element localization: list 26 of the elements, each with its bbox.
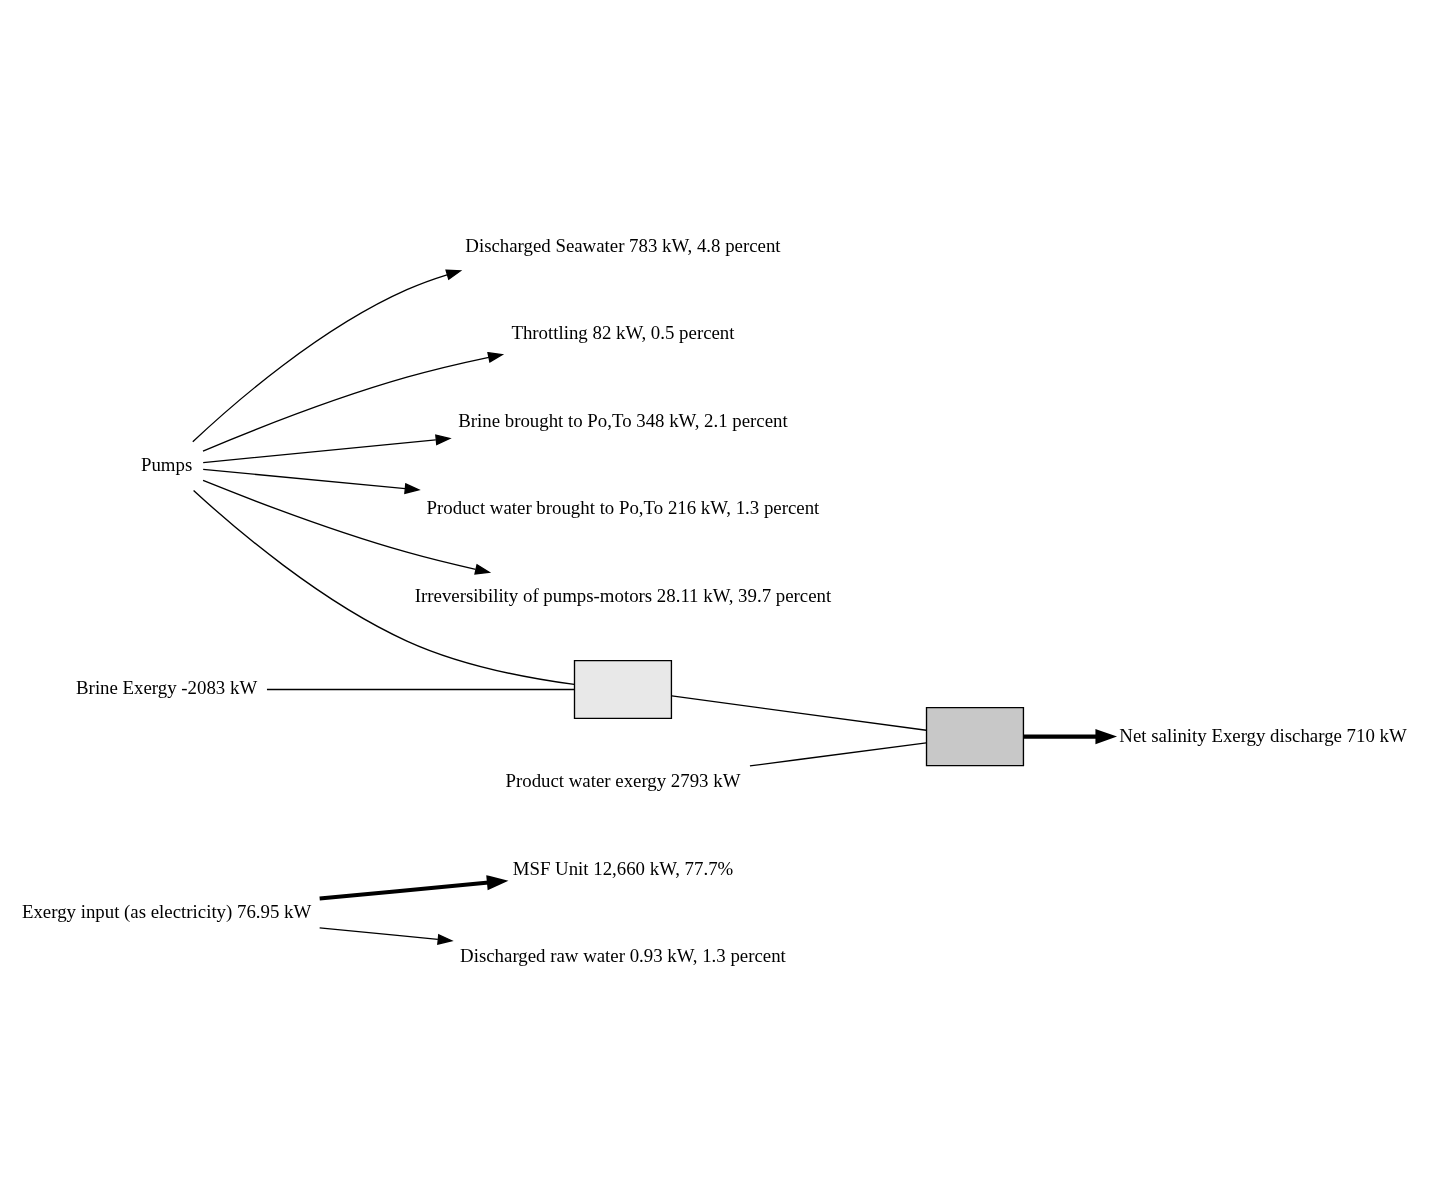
arrow <box>1023 729 1118 745</box>
node-text: Pumps <box>140 454 193 476</box>
node-box <box>573 659 673 720</box>
arrow <box>202 351 505 452</box>
arrow <box>202 479 492 575</box>
connector <box>671 695 927 731</box>
node-text: Exergy input (as electricity) 76.95 kW <box>21 900 312 922</box>
arrow <box>192 269 463 443</box>
node-text: Product water brought to Po,To 216 kW, 1.3 percent <box>426 497 820 519</box>
node-box <box>925 707 1025 767</box>
arrow <box>202 434 452 464</box>
connector <box>192 489 575 686</box>
node-text: Brine brought to Po,To 348 kW, 2.1 percent <box>458 409 788 431</box>
arrow <box>202 468 421 495</box>
arrow <box>318 927 454 945</box>
node-text: Discharged Seawater 783 kW, 4.8 percent <box>465 234 781 256</box>
node-text: Discharged raw water 0.93 kW, 1.3 percent <box>460 945 786 967</box>
node-text: Irreversibility of pumps-motors 28.11 kW, 39.7 percent <box>414 584 832 606</box>
node-text: Product water exergy 2793 kW <box>505 770 741 792</box>
connector <box>266 688 575 691</box>
node-text: Net salinity Exergy discharge 710 kW <box>1119 724 1407 746</box>
arrow <box>319 875 509 901</box>
node-text: Brine Exergy -2083 kW <box>76 677 258 699</box>
node-text: Throttling 82 kW, 0.5 percent <box>511 322 735 344</box>
node-text: MSF Unit 12,660 kW, 77.7% <box>512 857 734 879</box>
connector <box>749 742 927 767</box>
